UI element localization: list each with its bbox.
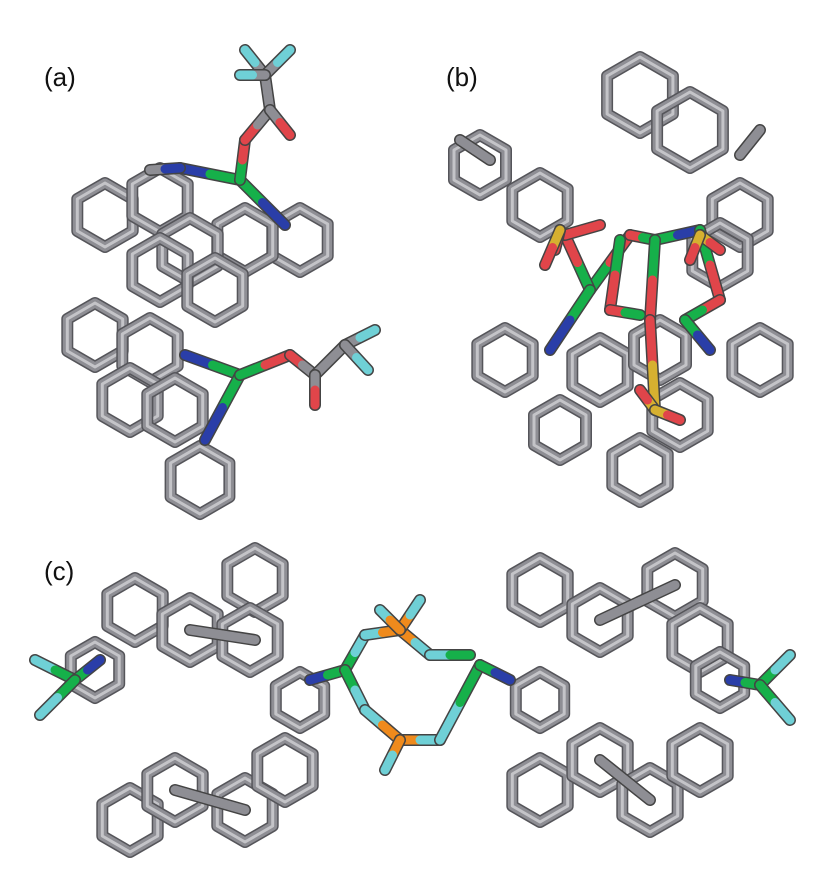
bond bbox=[620, 308, 645, 320]
bond bbox=[645, 275, 657, 325]
bond bbox=[610, 235, 625, 280]
bond bbox=[218, 370, 245, 412]
bond bbox=[435, 698, 465, 745]
bond bbox=[240, 45, 260, 67]
ring-highlight bbox=[510, 556, 570, 624]
bond bbox=[200, 403, 227, 445]
bond bbox=[355, 325, 380, 342]
ring-highlight bbox=[730, 326, 790, 394]
ring-highlight bbox=[255, 736, 315, 804]
bond bbox=[693, 330, 715, 355]
ring-highlight bbox=[100, 786, 160, 854]
ring-highlight bbox=[514, 670, 566, 730]
bond bbox=[470, 145, 495, 165]
ring-highlight bbox=[105, 576, 165, 644]
ring-highlight bbox=[452, 133, 508, 197]
ring-highlight bbox=[75, 181, 135, 249]
bond bbox=[273, 45, 295, 67]
bond bbox=[633, 580, 680, 607]
bond bbox=[578, 220, 605, 235]
bond bbox=[705, 260, 725, 305]
bond bbox=[385, 615, 405, 635]
panel-a-label: (a) bbox=[44, 62, 76, 92]
ring-highlight bbox=[670, 726, 730, 794]
bond bbox=[663, 410, 685, 425]
panel-c-label: (c) bbox=[44, 556, 75, 586]
ring-highlight bbox=[130, 236, 190, 304]
bond bbox=[405, 595, 425, 620]
bond bbox=[540, 243, 557, 270]
ring-highlight bbox=[274, 670, 326, 730]
ring-highlight bbox=[605, 55, 675, 135]
bond bbox=[83, 655, 105, 675]
bond bbox=[595, 598, 642, 625]
ring-highlight bbox=[185, 256, 245, 324]
bond bbox=[648, 235, 660, 285]
bond bbox=[685, 243, 700, 265]
ring-highlight bbox=[220, 606, 280, 674]
bond bbox=[705, 238, 725, 255]
bond bbox=[770, 698, 795, 725]
bond bbox=[490, 668, 515, 685]
bond bbox=[735, 138, 755, 160]
bond bbox=[565, 285, 595, 325]
bond bbox=[170, 785, 215, 805]
aromatic-ring bbox=[652, 87, 728, 173]
bond bbox=[180, 350, 217, 370]
ring-highlight bbox=[145, 756, 205, 824]
bond bbox=[635, 385, 652, 405]
bond bbox=[352, 353, 373, 375]
bond bbox=[595, 755, 630, 785]
ring-highlight bbox=[632, 318, 688, 382]
panel-b-label: (b) bbox=[446, 62, 478, 92]
ring-highlight bbox=[145, 376, 205, 444]
bond bbox=[770, 650, 795, 675]
ring-highlight bbox=[570, 726, 630, 794]
bond bbox=[380, 750, 397, 775]
ring-highlight bbox=[65, 301, 125, 369]
ring-highlight bbox=[655, 90, 725, 170]
bond bbox=[275, 118, 295, 140]
ring-highlight bbox=[160, 596, 220, 664]
ring-highlight bbox=[69, 640, 121, 700]
ring-highlight bbox=[532, 398, 588, 462]
bond bbox=[205, 795, 250, 815]
bond bbox=[35, 693, 62, 720]
ring-highlight bbox=[510, 756, 570, 824]
ring-highlight bbox=[169, 444, 231, 516]
bond bbox=[160, 163, 185, 174]
bond bbox=[185, 625, 227, 640]
ring-highlight bbox=[710, 181, 770, 249]
bond bbox=[218, 630, 260, 645]
bond bbox=[545, 315, 575, 355]
bond bbox=[620, 775, 655, 805]
bond bbox=[455, 660, 485, 707]
ring-highlight bbox=[225, 546, 285, 614]
bond bbox=[258, 198, 290, 230]
bond bbox=[645, 315, 657, 370]
ring-highlight bbox=[510, 171, 570, 239]
ring-highlight bbox=[610, 436, 670, 504]
ring-highlight bbox=[475, 326, 535, 394]
ring-highlight bbox=[570, 336, 630, 404]
ring-highlight bbox=[694, 650, 746, 710]
